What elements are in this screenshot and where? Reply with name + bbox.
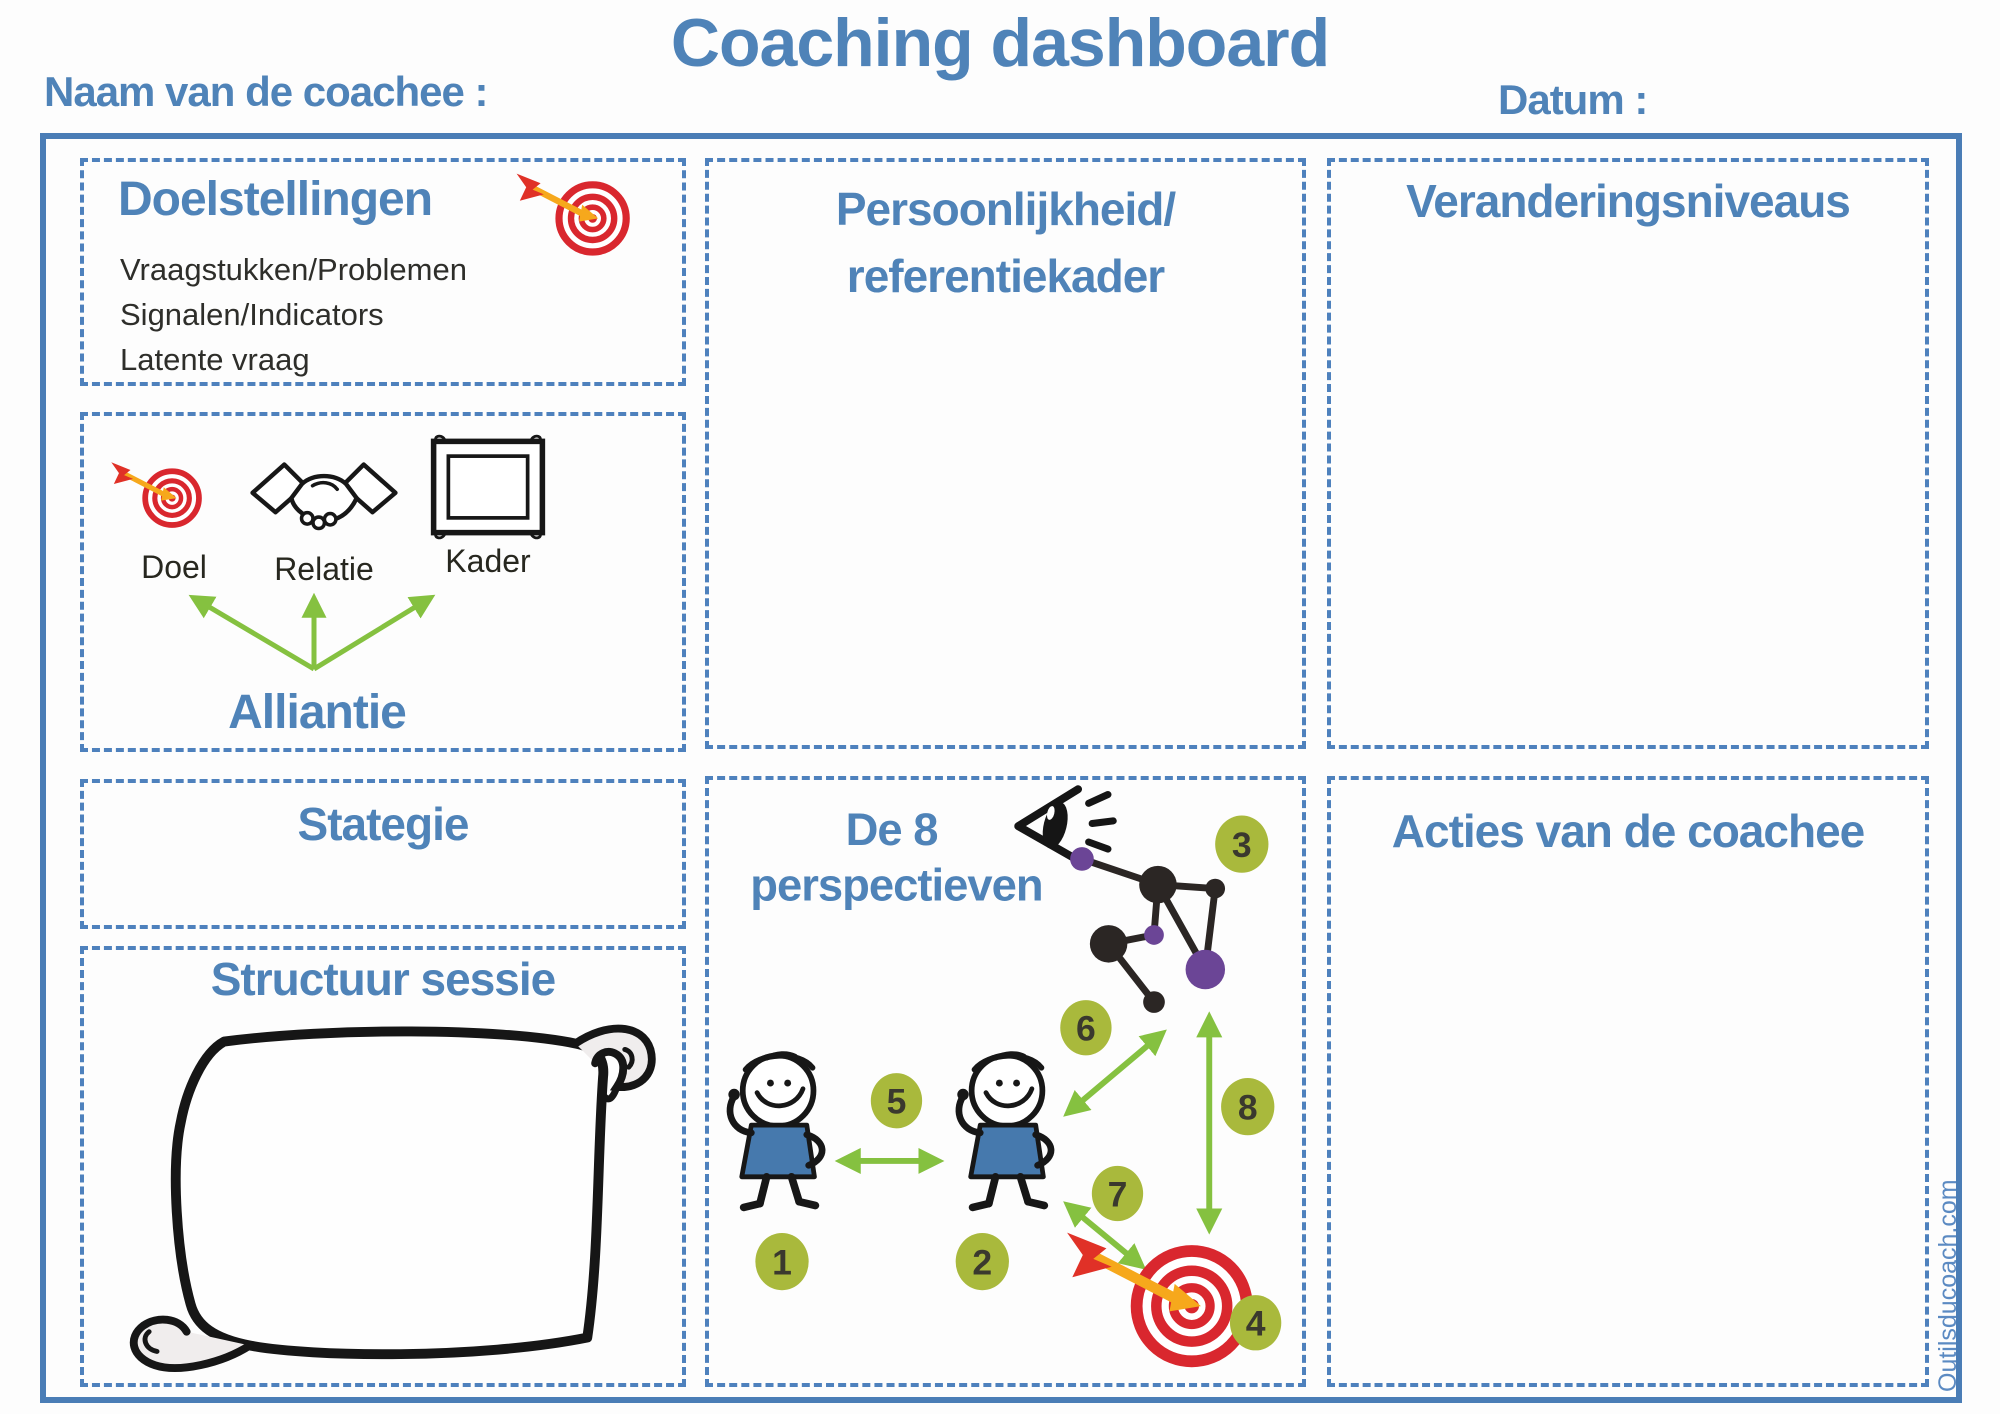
doel-label: Doel <box>141 549 207 585</box>
target-icon <box>515 167 635 257</box>
panel-doelstellingen: Doelstellingen Vraagstukken/Problemen Si… <box>80 158 686 386</box>
panel-stategie: Stategie <box>80 779 686 929</box>
svg-text:1: 1 <box>772 1242 792 1282</box>
panel-persoonlijkheid: Persoonlijkheid/ referentiekader <box>705 158 1306 749</box>
perspective-arrows <box>834 1011 1223 1270</box>
svg-text:2: 2 <box>972 1242 992 1282</box>
kader-label: Kader <box>445 543 531 579</box>
persoonlijkheid-title-line2: referentiekader <box>846 249 1165 302</box>
doelstellingen-title: Doelstellingen <box>118 173 433 226</box>
svg-text:6: 6 <box>1076 1009 1096 1049</box>
scroll-icon <box>129 1024 656 1372</box>
panel-alliantie: Doel Relatie Kader Alliantie <box>80 412 686 752</box>
veranderingsniveaus-title: Veranderingsniveaus <box>1406 175 1851 227</box>
badge-2: 2 <box>955 1232 1009 1291</box>
alliantie-title: Alliantie <box>228 686 406 739</box>
handshake-icon <box>253 465 396 529</box>
svg-text:3: 3 <box>1232 825 1252 865</box>
svg-text:7: 7 <box>1108 1174 1128 1214</box>
relatie-label: Relatie <box>274 551 374 587</box>
structuur-sessie-title: Structuur sessie <box>210 953 556 1005</box>
doelstellingen-item: Signalen/Indicators <box>120 296 384 332</box>
acties-title: Acties van de coachee <box>1391 805 1865 857</box>
perspectieven-title-line1: De 8 <box>846 804 938 855</box>
svg-text:5: 5 <box>887 1082 907 1122</box>
target-icon <box>111 462 199 525</box>
doelstellingen-list: Vraagstukken/Problemen Signalen/Indicato… <box>120 248 467 383</box>
badge-4: 4 <box>1229 1295 1282 1351</box>
panel-veranderingsniveaus: Veranderingsniveaus <box>1327 158 1929 749</box>
panel-structuur-sessie: Structuur sessie <box>80 946 686 1387</box>
watermark-url: Outilsducoach.com <box>1934 1179 1962 1392</box>
persoonlijkheid-title-line1: Persoonlijkheid/ <box>835 183 1176 235</box>
badge-6: 6 <box>1060 1000 1112 1056</box>
doelstellingen-item: Vraagstukken/Problemen <box>120 252 467 287</box>
badge-5: 5 <box>870 1073 923 1129</box>
picture-frame-icon <box>434 436 543 538</box>
alliantie-arrows <box>188 592 436 672</box>
badge-8: 8 <box>1221 1078 1275 1136</box>
panel-acties: Acties van de coachee <box>1327 776 1929 1387</box>
perspectieven-title-line2: perspectieven <box>750 859 1042 910</box>
date-label: Datum : <box>1498 76 1648 123</box>
badge-1: 1 <box>755 1232 809 1291</box>
eye-icon <box>1018 789 1113 861</box>
stategie-title: Stategie <box>297 798 470 850</box>
target-icon <box>1067 1233 1247 1362</box>
doelstellingen-item: Latente vraag <box>120 341 310 377</box>
perspectieven-diagram: De 8 perspectieven <box>709 780 1282 1383</box>
page-title: Coaching dashboard <box>670 5 1330 81</box>
person-icon <box>728 1054 822 1208</box>
svg-text:4: 4 <box>1246 1304 1266 1344</box>
coachee-name-label: Naam van de coachee : <box>44 68 489 115</box>
person-icon <box>957 1054 1051 1208</box>
panel-perspectieven: De 8 perspectieven <box>705 776 1306 1387</box>
svg-text:8: 8 <box>1238 1087 1258 1127</box>
badge-3: 3 <box>1215 815 1269 873</box>
badge-7: 7 <box>1091 1165 1144 1222</box>
network-icon <box>1070 847 1226 1013</box>
alliantie-diagram: Doel Relatie Kader Alliantie <box>84 416 682 739</box>
dashboard-board <box>40 133 1962 1403</box>
